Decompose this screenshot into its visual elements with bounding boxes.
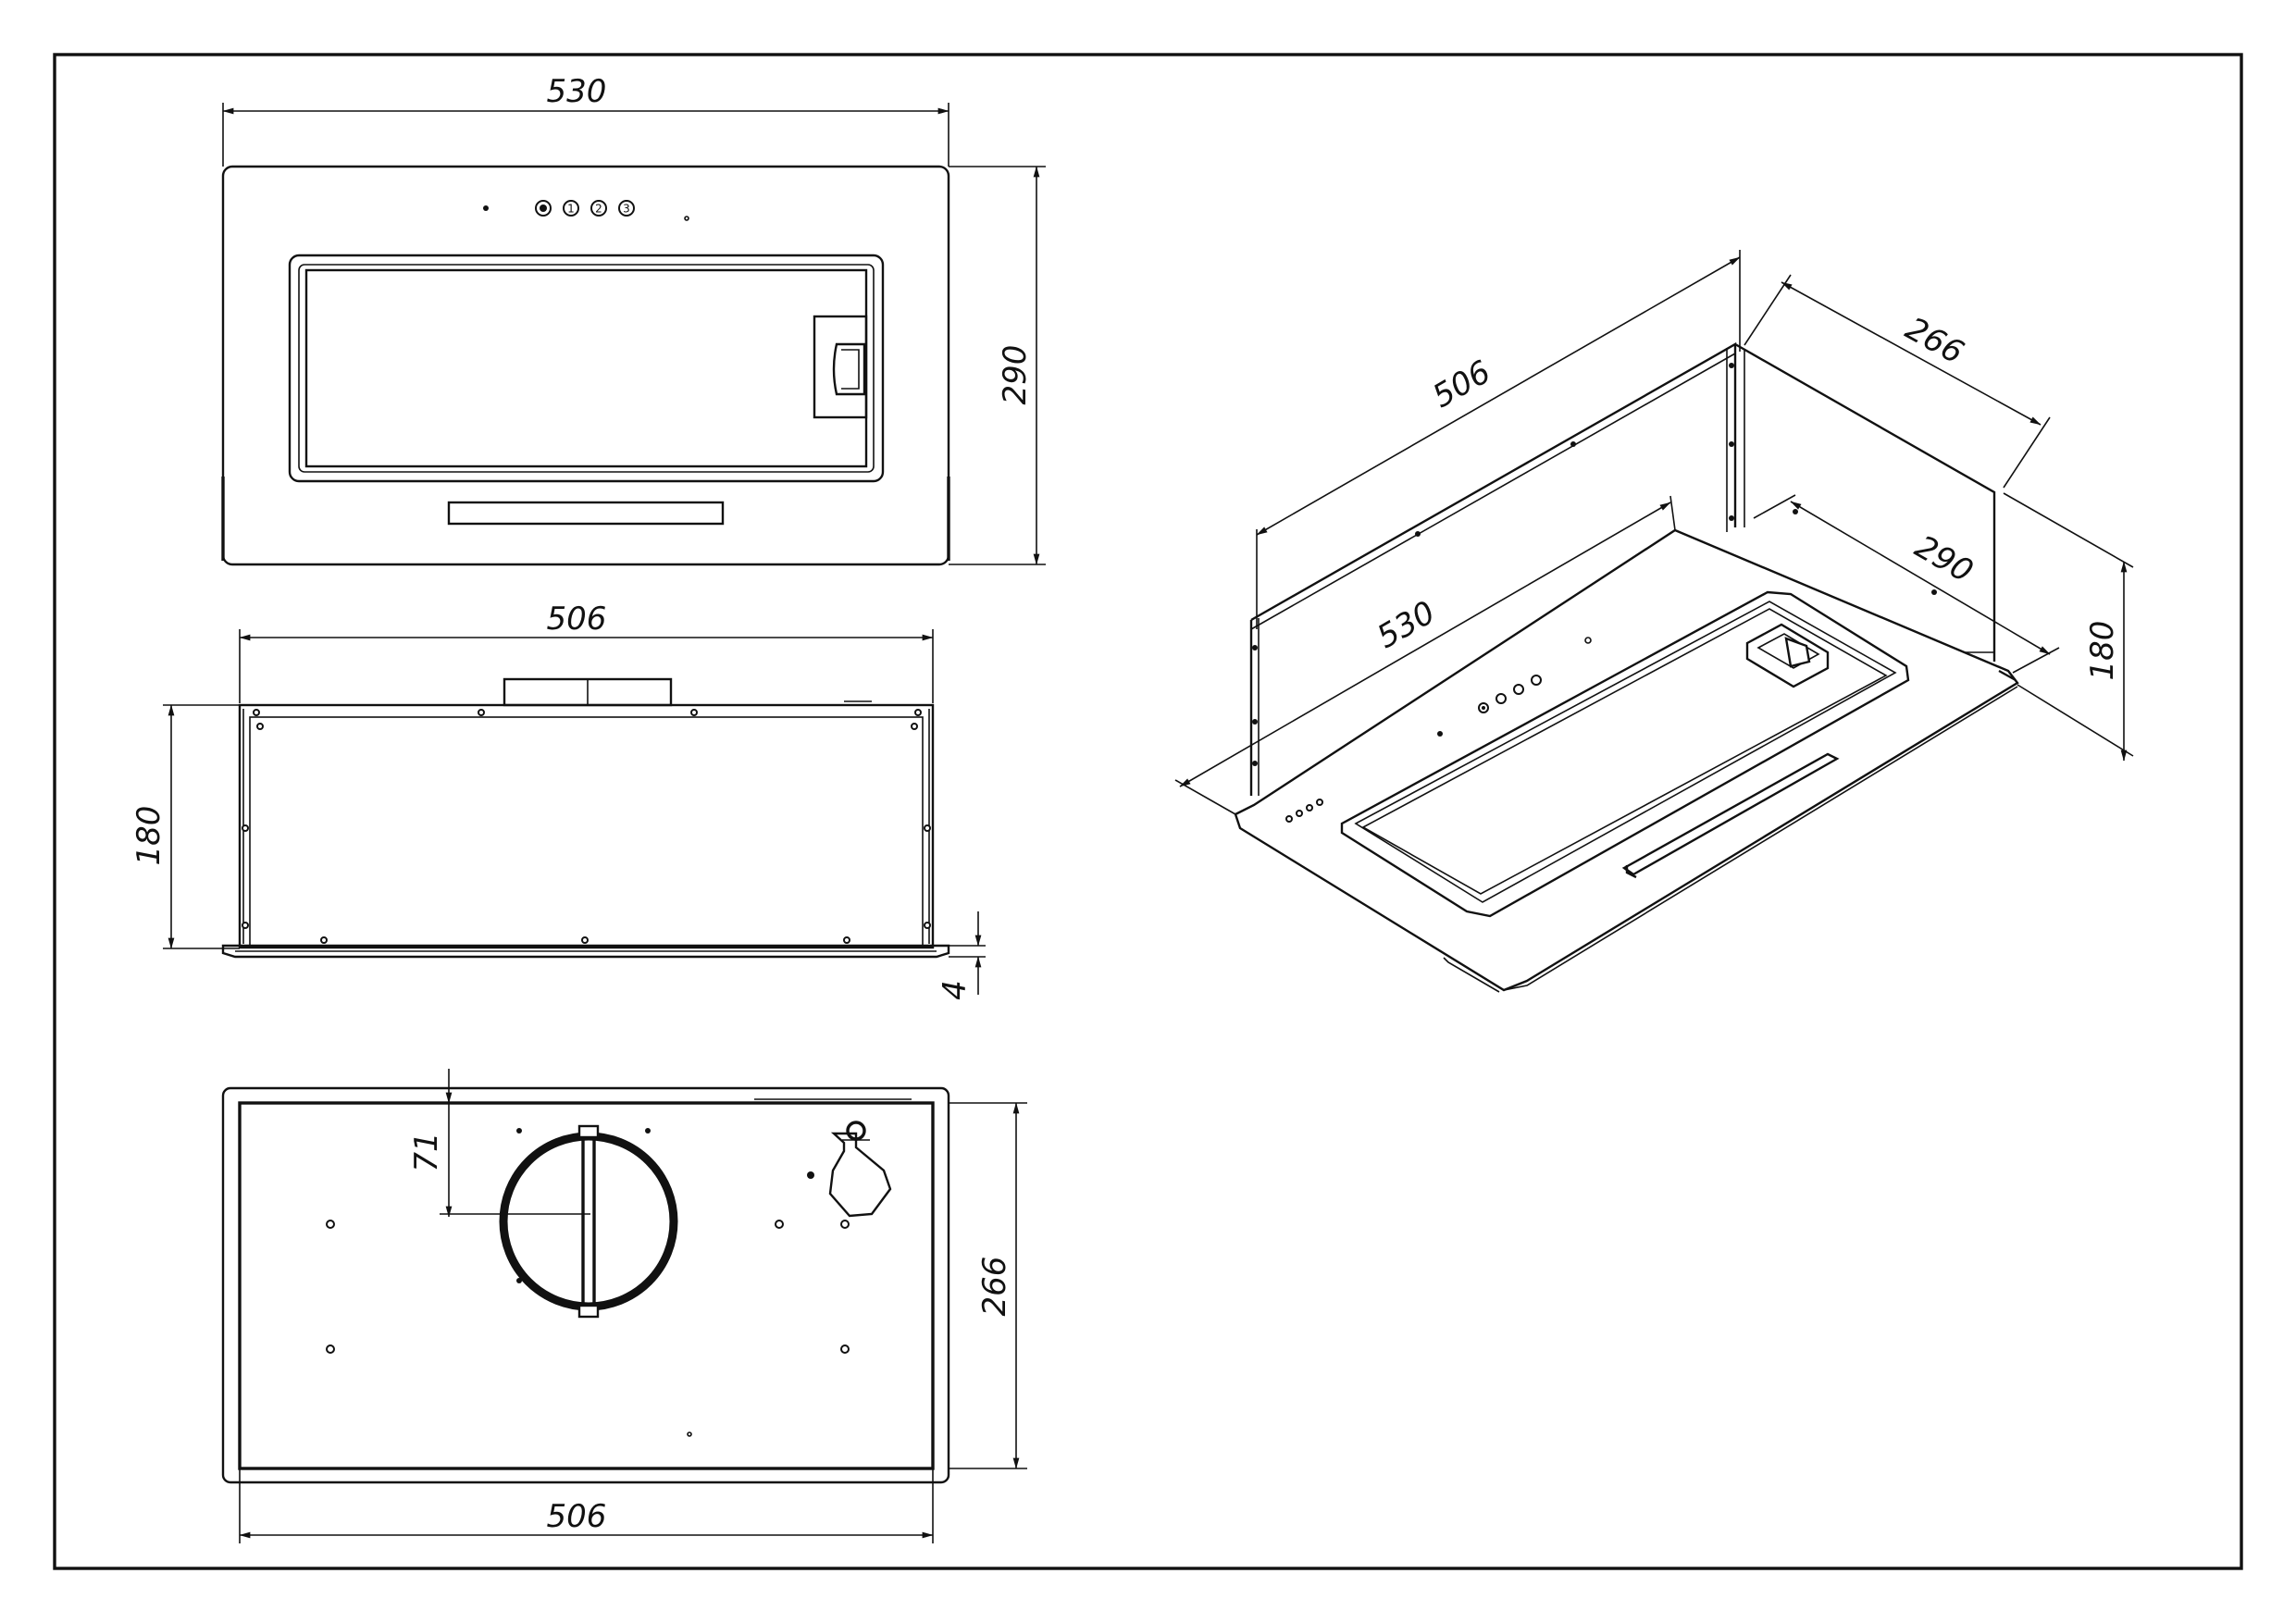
light-strip (447, 501, 725, 526)
iso-depth-dimension: 266 (1899, 310, 1969, 371)
speed-button-1[interactable]: 1 (563, 200, 579, 217)
iso-filter-handle (1745, 623, 1830, 688)
speed-button-2[interactable]: 2 (590, 200, 607, 217)
svg-text:1: 1 (567, 203, 575, 216)
filter-handle (813, 315, 868, 419)
drawing-frame (53, 53, 2243, 1570)
front-panel (221, 165, 950, 566)
top-panel (221, 1086, 950, 1484)
speed-button-3[interactable]: 3 (618, 200, 635, 217)
iso-length-dimension: 506 (1426, 353, 1496, 415)
top-width-dimension: 506 (547, 1498, 607, 1535)
indicator-dot (483, 205, 489, 211)
side-body (238, 703, 935, 949)
front-height-dimension: 290 (997, 345, 1034, 405)
side-view: 506 180 4 (130, 601, 986, 1000)
iso-width-dimension: 530 (1371, 594, 1441, 656)
front-view: 530 290 1 2 3 (221, 73, 1046, 566)
iso-filter-frame (1340, 590, 1910, 918)
electrical-box (828, 1132, 892, 1218)
top-offset-dimension: 71 (408, 1132, 445, 1171)
iso-bottom-plate (1234, 528, 2019, 992)
side-lip-dimension: 4 (937, 980, 974, 1000)
top-view: 266 506 71 (221, 1069, 1027, 1543)
iso-side-wall (1734, 342, 1996, 662)
side-height-dimension: 180 (130, 806, 168, 866)
iso-front-depth-dimension: 290 (1908, 528, 1979, 590)
side-width-dimension: 506 (547, 601, 607, 638)
svg-text:3: 3 (623, 203, 630, 216)
iso-height-dimension: 180 (2084, 621, 2121, 681)
isometric-view: 506 266 530 290 180 (1174, 250, 2134, 993)
top-body (238, 1101, 935, 1470)
front-width-dimension: 530 (547, 73, 607, 110)
filter-frame (288, 254, 885, 483)
svg-text:2: 2 (595, 203, 602, 216)
top-depth-dimension: 266 (976, 1257, 1013, 1317)
